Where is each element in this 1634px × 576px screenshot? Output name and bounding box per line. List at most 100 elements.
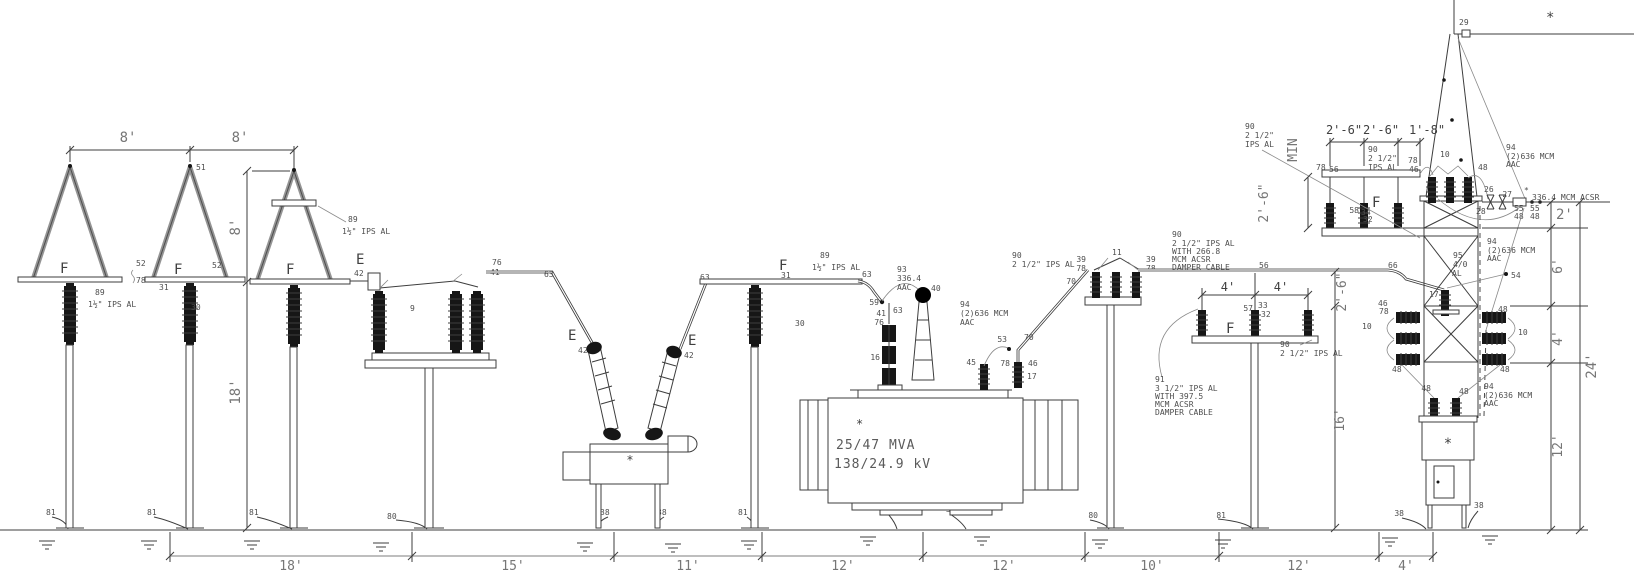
callout-46: 46: [1409, 165, 1419, 174]
callout-51: 51: [196, 163, 206, 172]
callout-70: 70: [1066, 277, 1076, 286]
dim-6ft: 6': [1551, 258, 1566, 274]
dim-2ft: 2': [1556, 207, 1573, 223]
dim-10ft: 10': [1140, 559, 1163, 574]
note-ips-al: IPS AL: [1368, 163, 1397, 172]
callout-90: 90: [1280, 340, 1290, 349]
callout-56: 56: [1259, 261, 1269, 270]
callout-81: 81: [1216, 511, 1226, 520]
callout-9: 9: [410, 304, 415, 313]
callout-26: 26: [1484, 185, 1494, 194]
callout-39: 39: [1076, 255, 1086, 264]
main-bus: 66 90 2 1/2" IPS AL WITH 266.8 MCM ACSR …: [1138, 230, 1445, 292]
callout-94: 94: [1506, 143, 1516, 152]
callout-31: 31: [781, 271, 791, 280]
dim-bus-drop: 2'-6": [1335, 272, 1350, 311]
note-2x636-mcm: (2)636 MCM: [1484, 391, 1532, 400]
callout-90: 90: [1012, 251, 1022, 260]
callout-54: 54: [1511, 271, 1521, 280]
callout-59: 59: [869, 298, 879, 307]
callout-80: 80: [387, 512, 397, 521]
callout-76: 76: [874, 318, 884, 327]
dim-2ft6: 2'-6": [1363, 123, 1399, 137]
callout-63: 63: [862, 270, 872, 279]
callout-42: 42: [354, 269, 364, 278]
callout-78: 78: [136, 276, 146, 285]
callout-46: 46: [1378, 299, 1388, 308]
note-2x636-mcm: (2)636 MCM: [960, 309, 1008, 318]
note-ips-1-5: 1½" IPS AL: [342, 226, 390, 236]
callout-10: 10: [1362, 322, 1372, 331]
position-letter-e: E: [356, 252, 364, 268]
callout-27: 27: [1502, 190, 1512, 199]
ground-connections: 81 81 81 80 38 38 81 38 38 80 81 38 38: [38, 501, 1499, 553]
callout-94: 94: [960, 300, 970, 309]
callout-81: 81: [738, 508, 748, 517]
pole-side-switches: 46 78 10 10 48 48 48 48 48 94 (2)636 MCM…: [1362, 299, 1532, 408]
lattice-pole: 29 * 10 48 94 (2)636 MCM AAC: [1419, 0, 1634, 418]
note-aac: AAC: [897, 283, 912, 292]
position-letter-e: E: [568, 328, 576, 344]
position-letter-e: E: [688, 333, 696, 349]
switch-structure-9: E 42 9 76 41: [354, 252, 502, 529]
switch-structure-11: 11 39 78 70 39 78: [1066, 248, 1156, 529]
note-aac: AAC: [1487, 254, 1502, 263]
callout-66: 66: [1388, 261, 1398, 270]
bottom-dimension-chain: 18' 15' 11' 12' 12' 10' 12' 4': [165, 532, 1438, 574]
callout-93: 93: [897, 265, 907, 274]
dim-8ft-span: 8': [232, 130, 249, 146]
dim-8ft-span: 8': [120, 130, 137, 146]
dim-12ft: 12': [1551, 434, 1566, 457]
callout-55: 55: [1530, 204, 1540, 213]
callout-41: 41: [876, 309, 886, 318]
dim-1ft8: 1'-8": [1409, 123, 1445, 137]
callout-57: 57: [1243, 304, 1253, 313]
callout-78: 78: [1076, 264, 1086, 273]
a-frame-structures: 8' 8' 8' 18' F F F: [17, 130, 390, 533]
callout-45: 45: [966, 358, 976, 367]
callout-81: 81: [249, 508, 259, 517]
asterisk-symbol: *: [1546, 10, 1554, 26]
dim-24ft-overall: 24': [1584, 353, 1600, 378]
dim-12ft: 12': [831, 559, 854, 574]
callout-48: 48: [1392, 365, 1402, 374]
note-ips-2-5-short: 2 1/2": [1368, 154, 1397, 163]
a-frame-2: [131, 164, 246, 529]
callout-39: 39: [1146, 255, 1156, 264]
callout-11: 11: [1112, 248, 1122, 257]
note-damper-cable: DAMPER CABLE: [1155, 408, 1213, 417]
position-letter-f: F: [779, 258, 787, 274]
callout-31: 31: [159, 283, 169, 292]
low-f-structure: 4' 4' 56 57 33 32 F 90 2 1/2" IPS AL 91 …: [1155, 261, 1350, 533]
note-ips-2-5: 2 1/2" IPS AL: [1012, 260, 1075, 269]
callout-48: 48: [1500, 365, 1510, 374]
dim-aframe-height: 8': [228, 219, 244, 236]
callout-48: 48: [1421, 384, 1431, 393]
position-letter-f: F: [1372, 195, 1380, 211]
position-letter-f: F: [286, 262, 294, 278]
callout-28: 28: [1476, 207, 1486, 216]
callout-40: 40: [931, 284, 941, 293]
base-cabinet: *: [1418, 397, 1478, 529]
callout-42: 42: [684, 351, 694, 360]
callout-32: 32: [1261, 310, 1271, 319]
transformer-voltage-rating: 138/24.9 kV: [834, 457, 931, 472]
transformer: 63 93 336.4 AAC 40 59 41 76 63 16 * 25/4…: [799, 251, 1090, 516]
dim-pole-height: 18': [228, 379, 244, 404]
note-aac-336-4: 336.4: [897, 274, 921, 283]
callout-90: 90: [1245, 122, 1255, 131]
note-damper-cable: DAMPER CABLE: [1172, 263, 1230, 272]
callout-78: 78: [1408, 156, 1418, 165]
note-aac: AAC: [1506, 160, 1521, 169]
callout-63: 63: [700, 273, 710, 282]
callout-17: 17: [1429, 290, 1439, 299]
note-ips-3-5: 3 1/2" IPS AL: [1155, 384, 1218, 393]
callout-29: 29: [1459, 18, 1469, 27]
callout-70: 70: [1024, 333, 1034, 342]
callout-38: 38: [1394, 509, 1404, 518]
callout-53: 53: [997, 335, 1007, 344]
f-structure-4: F 31 30 89 1½" IPS AL: [699, 251, 863, 529]
callout-10: 10: [1518, 328, 1528, 337]
note-mcm-acsr: MCM ACSR: [1172, 255, 1211, 264]
